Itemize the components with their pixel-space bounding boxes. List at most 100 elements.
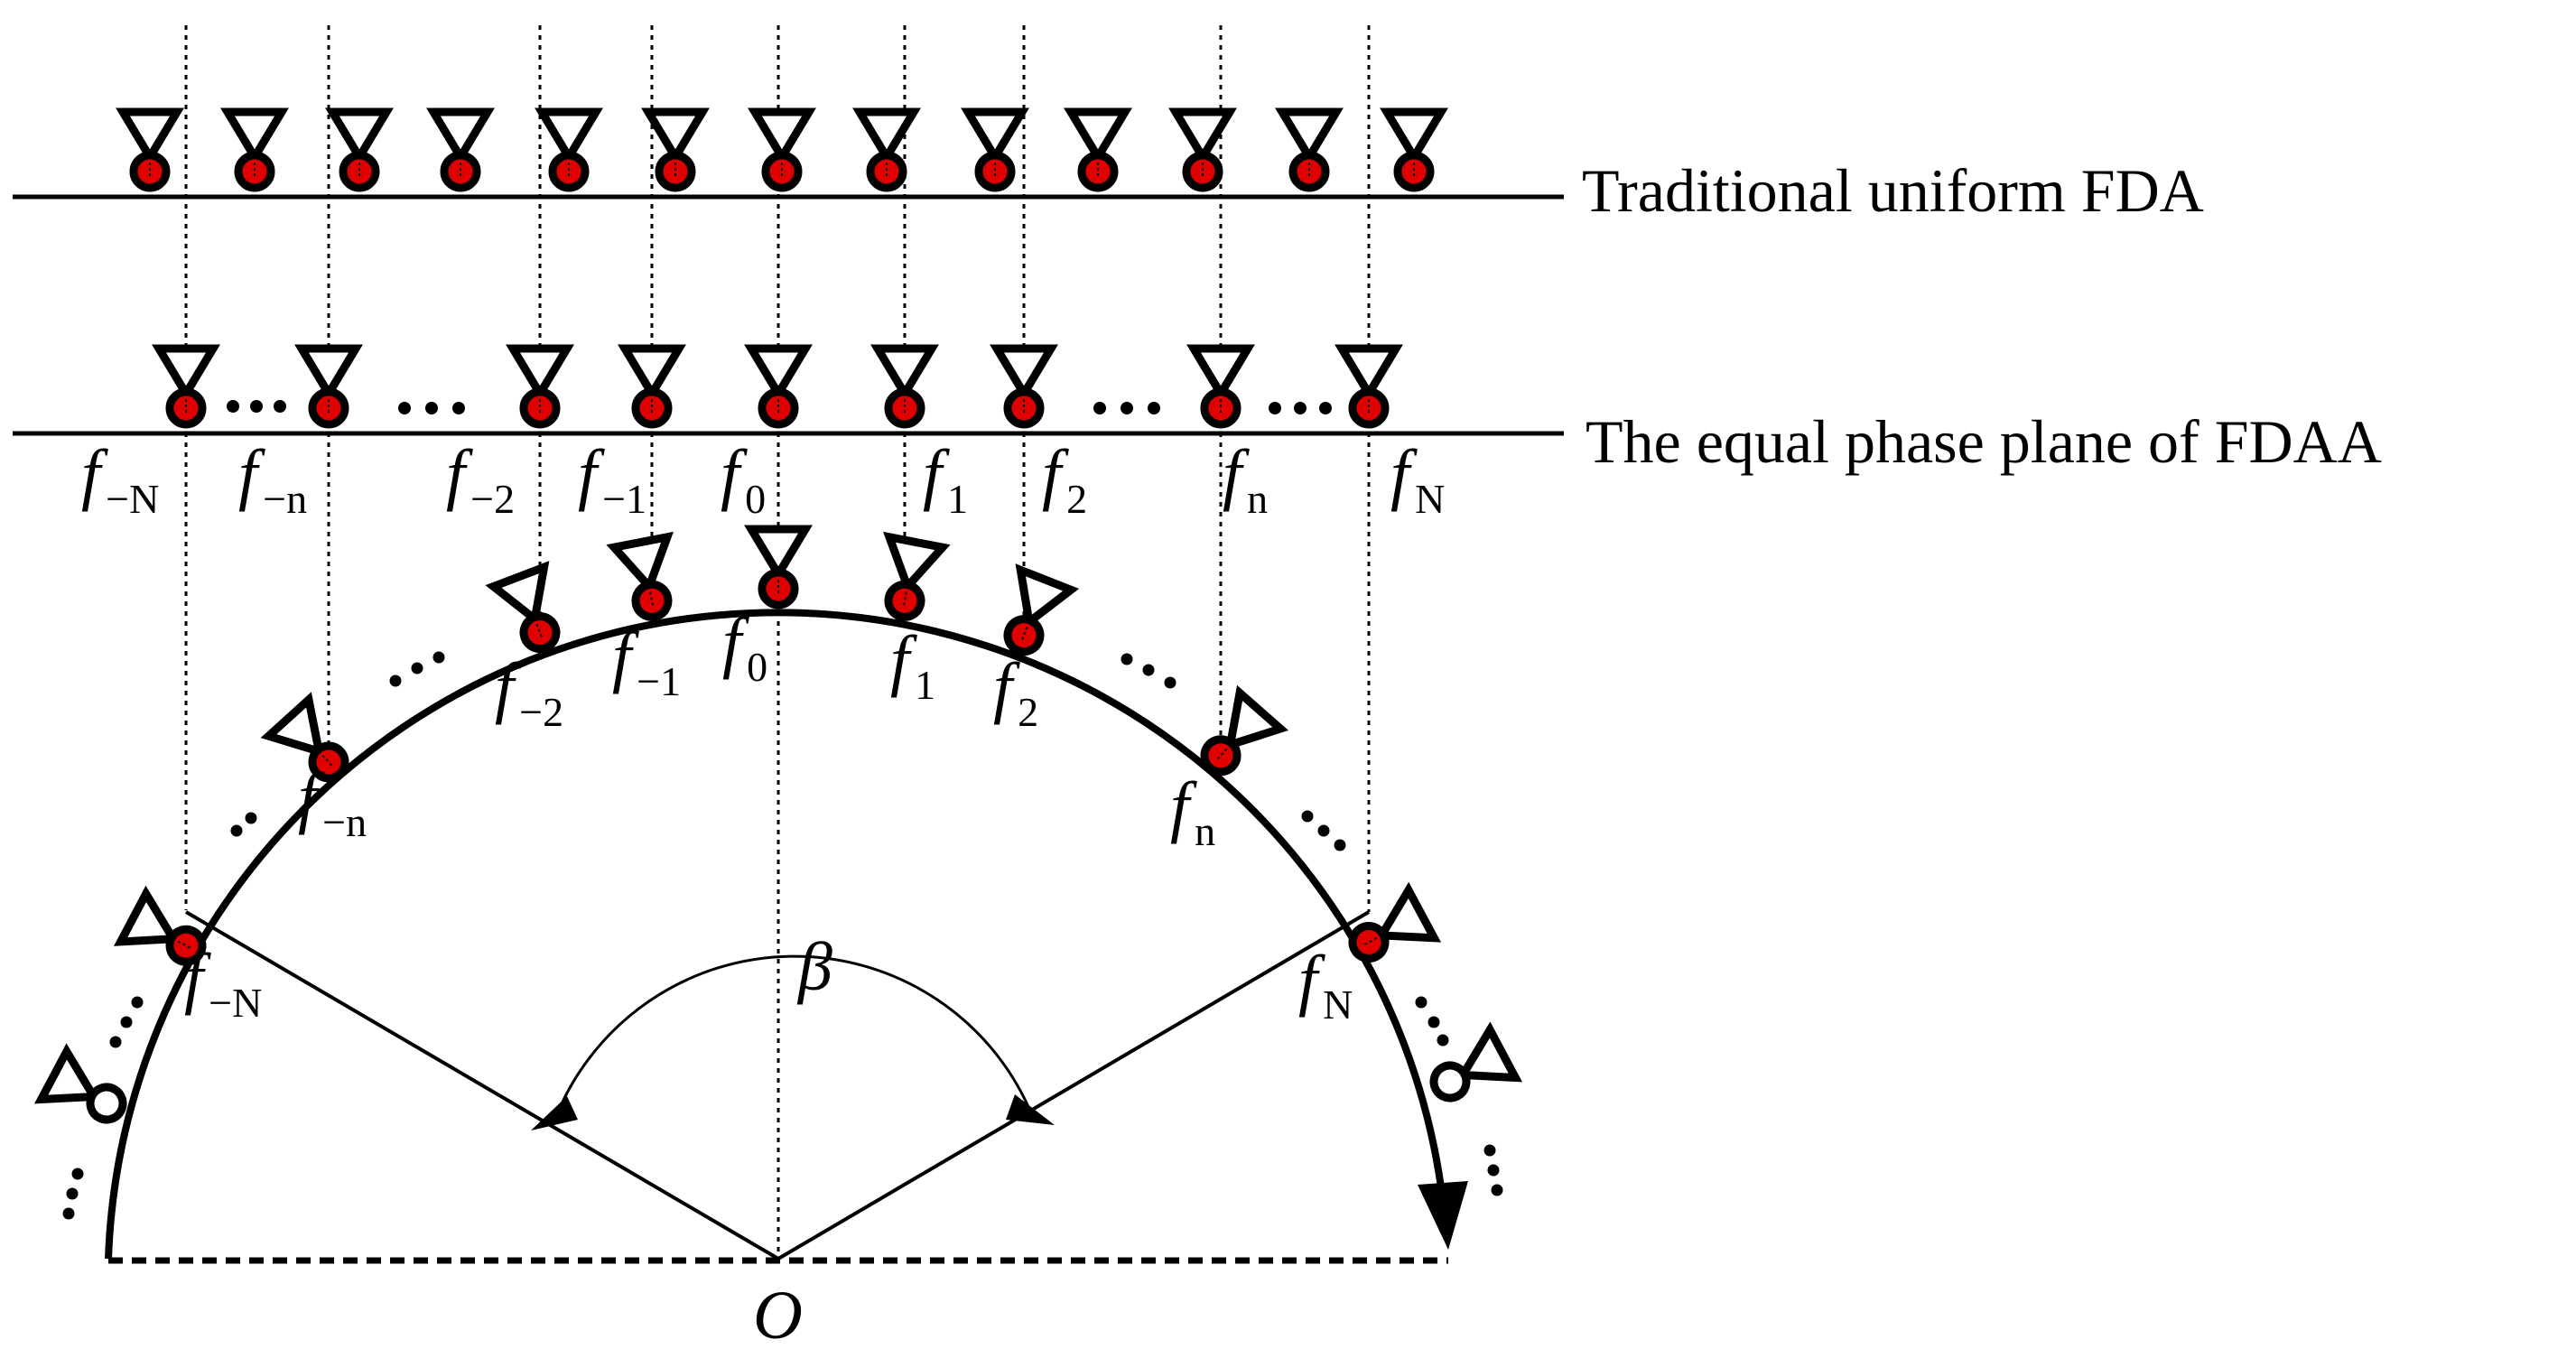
frequency-label: f−1 [612, 619, 681, 704]
element-triangle [535, 107, 603, 165]
element-triangle [618, 344, 686, 402]
ellipsis-dot [227, 400, 239, 413]
element-triangle [852, 107, 921, 165]
element-triangle [426, 107, 495, 165]
frequency-symbol: f [238, 436, 265, 512]
frequency-subscript: 2 [1066, 476, 1087, 522]
frequency-label: f−2 [446, 436, 515, 522]
element-circle [1077, 151, 1119, 192]
angle-arrow-right [1006, 1094, 1055, 1125]
element-triangle [260, 692, 325, 758]
frequency-subscript: −2 [519, 689, 563, 735]
element-triangle [1380, 107, 1448, 165]
element-circle [884, 387, 925, 429]
antenna-element-icon [116, 107, 184, 192]
element-circle [1348, 922, 1390, 963]
element-circle [1348, 387, 1390, 429]
element-triangle [485, 561, 550, 627]
angle-beta-label: β [796, 929, 832, 1005]
ellipsis-dot [62, 1207, 75, 1220]
ellipsis-dot [398, 402, 411, 414]
antenna-element-icon [1348, 881, 1442, 963]
element-triangle [294, 344, 363, 402]
element-triangle [1455, 1021, 1523, 1083]
frequency-subscript: −1 [602, 476, 646, 522]
angle-arc [554, 954, 1031, 1117]
ellipsis-dot [1142, 664, 1155, 676]
label-equal-phase-plane: The equal phase plane of FDAA [1586, 407, 2382, 476]
element-triangle [1224, 684, 1289, 751]
ellipsis-dot [411, 662, 423, 674]
antenna-element-icon [618, 344, 686, 429]
frequency-subscript: 0 [747, 644, 767, 690]
frequency-subscript: n [1247, 476, 1268, 522]
antenna-element-icon [1200, 684, 1289, 777]
ellipsis-dot [452, 402, 465, 414]
frequency-label: f−n [238, 436, 307, 522]
ellipsis-dot [1317, 824, 1330, 837]
antenna-elements [33, 107, 1523, 1124]
frequency-subscript: −N [209, 980, 262, 1026]
element-triangle [1186, 344, 1255, 402]
arc-arrowhead [1418, 1181, 1468, 1250]
antenna-element-icon [294, 344, 363, 429]
antenna-element-icon [744, 344, 813, 429]
frequency-subscript: −1 [637, 658, 681, 704]
ellipsis-dot [1148, 402, 1160, 414]
antenna-element-icon [870, 344, 939, 429]
element-circle [1393, 151, 1435, 192]
ellipsis-dot [1294, 402, 1307, 414]
element-triangle [1064, 107, 1132, 165]
antenna-element-icon [113, 885, 207, 966]
element-triangle [883, 531, 951, 595]
frequency-subscript: N [1415, 476, 1445, 522]
element-circle [234, 151, 275, 192]
ellipsis-dot [1121, 653, 1133, 665]
ellipsis-dot [389, 674, 402, 687]
ellipsis-dot [120, 1016, 133, 1028]
antenna-element-icon [325, 107, 394, 192]
frequency-symbol: f [1298, 942, 1325, 1018]
element-triangle [1168, 107, 1237, 165]
inactive-element-icon [33, 1043, 127, 1124]
element-circle [129, 151, 171, 192]
frequency-symbol: f [1042, 436, 1069, 512]
ellipsis-dot [425, 402, 438, 414]
radius-right [777, 910, 1371, 1261]
antenna-element-icon [1380, 107, 1448, 192]
element-triangle [152, 344, 220, 402]
frequency-subscript: 0 [745, 476, 766, 522]
element-triangle [748, 107, 816, 165]
element-circle [519, 387, 561, 429]
element-circle [165, 925, 207, 966]
frequency-symbol: f [446, 436, 473, 512]
radius-left [184, 910, 780, 1261]
antenna-element-icon [641, 107, 710, 192]
antenna-element-icon [852, 107, 921, 192]
ellipsis-dot [1269, 402, 1281, 414]
element-circle [519, 612, 561, 654]
element-circle [1200, 735, 1242, 777]
label-traditional-fda: Traditional uniform FDA [1582, 156, 2204, 225]
antenna-element-icon [1003, 563, 1080, 656]
element-triangle [113, 885, 181, 946]
ellipsis-dot [1437, 1034, 1449, 1047]
antenna-element-icon [426, 107, 495, 192]
angle-arrow-left [531, 1096, 578, 1130]
frequency-symbol: f [993, 649, 1020, 725]
antenna-element-icon [535, 107, 603, 192]
frequency-symbol: f [1170, 768, 1197, 844]
ellipsis-dot [245, 812, 257, 824]
frequency-symbol: f [1390, 436, 1418, 512]
antenna-element-icon [485, 561, 561, 654]
ellipsis-dot [1487, 1164, 1500, 1177]
element-circle [308, 741, 349, 783]
ellipsis-dots [62, 400, 1503, 1220]
frequency-symbol: f [923, 436, 950, 512]
